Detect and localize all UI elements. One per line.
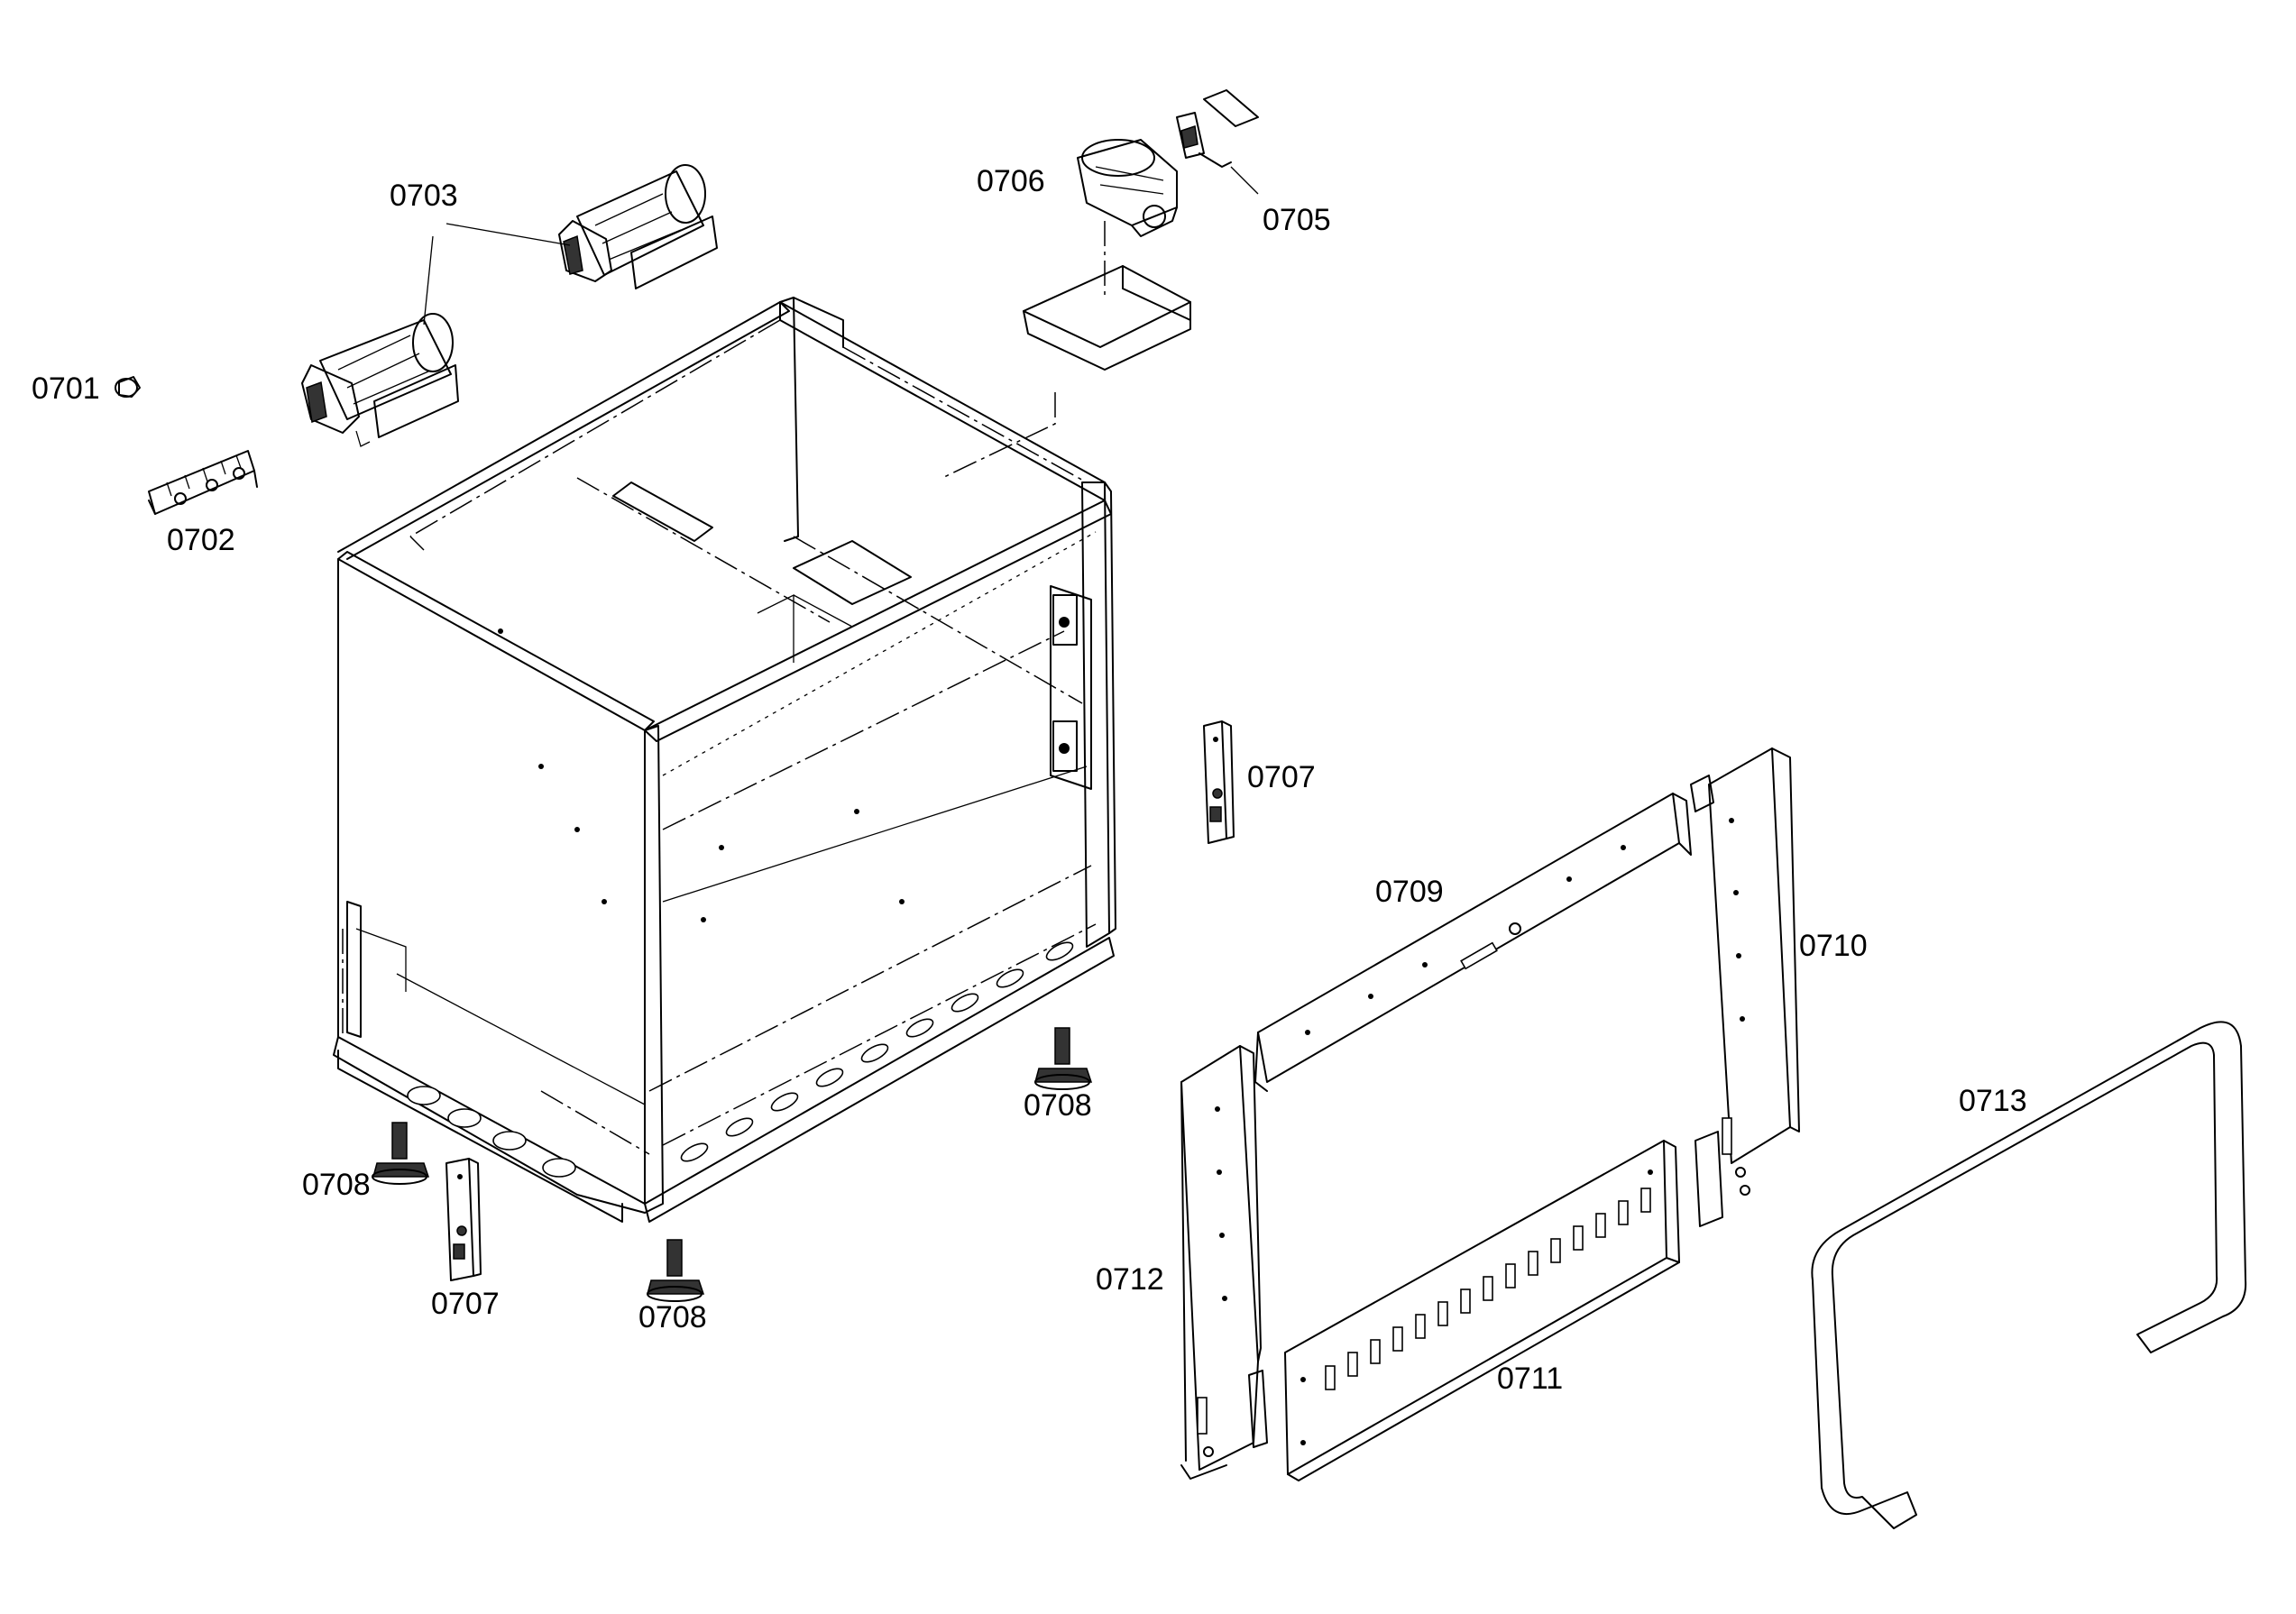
label-0709: 0709 bbox=[1375, 875, 1444, 909]
part-0711-vent-panel[interactable] bbox=[1284, 1140, 1680, 1481]
label-0708-bottom: 0708 bbox=[638, 1300, 707, 1334]
label-0702: 0702 bbox=[167, 523, 235, 557]
label-0703: 0703 bbox=[390, 179, 458, 213]
label-0706: 0706 bbox=[977, 164, 1045, 198]
label-0705: 0705 bbox=[1263, 203, 1331, 237]
leader-box-to-cabinet bbox=[941, 392, 1056, 479]
label-0707-right: 0707 bbox=[1247, 760, 1316, 794]
part-0712-side-rail[interactable] bbox=[1180, 1045, 1268, 1480]
cabinet-top-cutouts bbox=[612, 481, 912, 663]
cabinet-frame[interactable] bbox=[333, 297, 1116, 1223]
label-0701: 0701 bbox=[32, 371, 100, 406]
hinge-bracket-right[interactable] bbox=[1203, 720, 1235, 844]
part-0709-rail[interactable] bbox=[1254, 793, 1692, 1092]
label-0712: 0712 bbox=[1096, 1262, 1164, 1297]
part-0706[interactable] bbox=[1077, 139, 1178, 237]
part-labels: 0701 0702 0703 0705 0706 0707 0707 0708 … bbox=[32, 164, 2027, 1396]
heat-shield-bracket[interactable] bbox=[1023, 265, 1191, 371]
part-0710-side-rail[interactable] bbox=[1690, 747, 1800, 1227]
part-0705[interactable] bbox=[1176, 89, 1259, 168]
part-0702[interactable] bbox=[148, 450, 258, 515]
leader-0705 bbox=[1230, 166, 1259, 195]
label-0710: 0710 bbox=[1799, 929, 1868, 963]
hinge-bracket-left[interactable] bbox=[445, 1158, 482, 1281]
cabinet-hidden-lines bbox=[342, 319, 1097, 1155]
leveling-foot-left[interactable] bbox=[372, 1122, 430, 1185]
label-0713: 0713 bbox=[1959, 1084, 2027, 1118]
leveling-foot-right[interactable] bbox=[1034, 1027, 1093, 1090]
label-0708-left: 0708 bbox=[302, 1168, 371, 1202]
leader-0703 bbox=[423, 223, 571, 326]
label-0711: 0711 bbox=[1497, 1362, 1563, 1396]
part-0701[interactable] bbox=[115, 376, 141, 398]
label-0707-left: 0707 bbox=[431, 1287, 500, 1321]
leveling-foot-bottom[interactable] bbox=[647, 1239, 705, 1302]
motor-upper[interactable] bbox=[558, 164, 718, 289]
motor-lower[interactable] bbox=[301, 313, 459, 447]
label-0708-right: 0708 bbox=[1024, 1088, 1092, 1123]
part-0713-handle[interactable] bbox=[1811, 1021, 2247, 1529]
